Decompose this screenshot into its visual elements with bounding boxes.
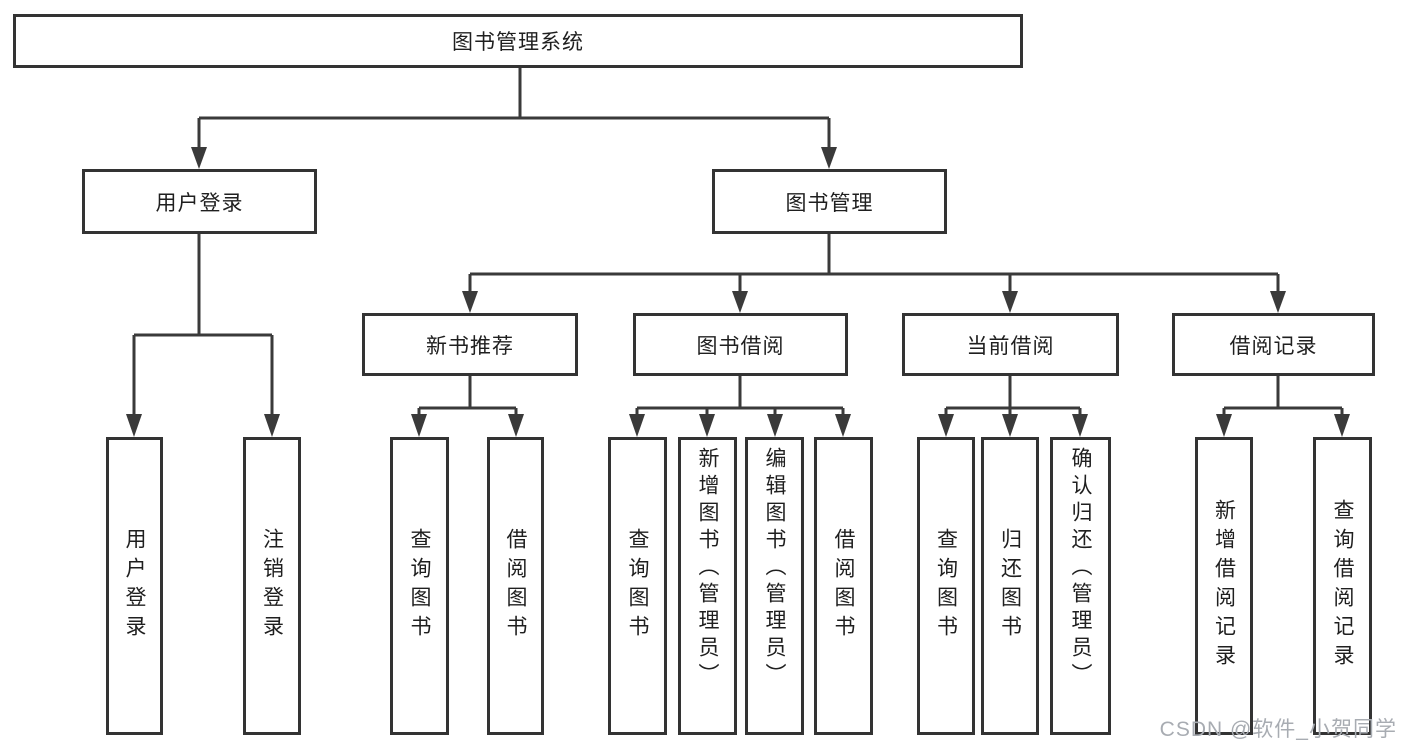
leaf-current-query-books-label: 查询图书: [934, 528, 958, 644]
connector-current-borrowing-children: [944, 376, 1082, 420]
leaf-borrowing-query-books-label: 查询图书: [626, 528, 649, 644]
node-book-management-label: 图书管理: [785, 191, 874, 215]
node-borrow-records: 借阅记录: [1172, 313, 1375, 376]
node-book-borrowing-label: 图书借阅: [696, 334, 785, 358]
arrow-down-icon: [821, 147, 837, 169]
node-library-management-system-label: 图书管理系统: [452, 31, 584, 54]
arrow-down-icon: [938, 414, 954, 437]
node-new-book-recommendation-label: 新书推荐: [426, 334, 514, 358]
leaf-current-confirm-return-admin: 确认归还（管理员）: [1050, 437, 1111, 735]
arrow-down-icon: [1334, 414, 1350, 437]
leaf-borrowing-add-books-admin-label: 新增图书（管理员）: [696, 447, 719, 690]
leaf-borrowing-query-books: 查询图书: [608, 437, 667, 735]
leaf-logout: 注销登录: [243, 437, 301, 735]
leaf-current-confirm-return-admin-label: 确认归还（管理员）: [1069, 447, 1092, 690]
leaf-borrowing-edit-books-admin: 编辑图书（管理员）: [745, 437, 804, 735]
arrow-down-icon: [1002, 291, 1018, 313]
node-book-management: 图书管理: [712, 169, 947, 234]
leaf-records-query-record: 查询借阅记录: [1313, 437, 1372, 735]
leaf-newbook-borrow-books: 借阅图书: [487, 437, 544, 735]
arrow-down-icon: [508, 414, 524, 437]
leaf-current-return-books-label: 归还图书: [998, 528, 1022, 644]
node-current-borrowing: 当前借阅: [902, 313, 1119, 376]
csdn-watermark: CSDN @软件_小贺同学: [1159, 718, 1397, 741]
leaf-borrowing-borrow-books: 借阅图书: [814, 437, 873, 735]
connector-book-management-children: [468, 234, 1280, 296]
arrow-down-icon: [1216, 414, 1232, 437]
leaf-current-query-books: 查询图书: [917, 437, 975, 735]
connector-root-to-level2: [197, 68, 831, 152]
node-borrow-records-label: 借阅记录: [1229, 334, 1318, 358]
arrow-down-icon: [767, 414, 783, 437]
arrow-down-icon: [191, 147, 207, 169]
node-user-login-label: 用户登录: [155, 191, 244, 215]
node-library-management-system: 图书管理系统: [13, 14, 1023, 68]
arrow-down-icon: [699, 414, 715, 437]
connector-borrow-records-children: [1222, 376, 1344, 420]
arrow-down-icon: [411, 414, 427, 437]
arrow-down-icon: [264, 414, 280, 437]
connector-new-book-children: [417, 376, 518, 420]
node-new-book-recommendation: 新书推荐: [362, 313, 578, 376]
leaf-newbook-query-books-label: 查询图书: [408, 528, 431, 644]
arrow-down-icon: [1002, 414, 1018, 437]
node-current-borrowing-label: 当前借阅: [966, 334, 1055, 358]
arrow-down-icon: [1072, 414, 1088, 437]
leaf-newbook-borrow-books-label: 借阅图书: [504, 528, 527, 644]
leaf-records-add-record: 新增借阅记录: [1195, 437, 1253, 735]
leaf-records-add-record-label: 新增借阅记录: [1212, 499, 1236, 673]
leaf-borrowing-add-books-admin: 新增图书（管理员）: [678, 437, 737, 735]
leaf-borrowing-edit-books-admin-label: 编辑图书（管理员）: [763, 447, 786, 690]
leaf-records-query-record-label: 查询借阅记录: [1331, 499, 1354, 673]
connector-user-login-children: [132, 234, 274, 420]
leaf-logout-label: 注销登录: [260, 528, 284, 644]
arrow-down-icon: [462, 291, 478, 313]
arrow-down-icon: [732, 291, 748, 313]
leaf-user-login-label: 用户登录: [123, 528, 146, 644]
arrow-down-icon: [1270, 291, 1286, 313]
leaf-current-return-books: 归还图书: [981, 437, 1039, 735]
leaf-borrowing-borrow-books-label: 借阅图书: [832, 528, 855, 644]
connector-book-borrowing-children: [635, 376, 845, 420]
node-book-borrowing: 图书借阅: [633, 313, 848, 376]
node-user-login: 用户登录: [82, 169, 317, 234]
arrow-down-icon: [835, 414, 851, 437]
leaf-user-login: 用户登录: [106, 437, 163, 735]
arrow-down-icon: [126, 414, 142, 437]
arrow-down-icon: [629, 414, 645, 437]
leaf-newbook-query-books: 查询图书: [390, 437, 449, 735]
